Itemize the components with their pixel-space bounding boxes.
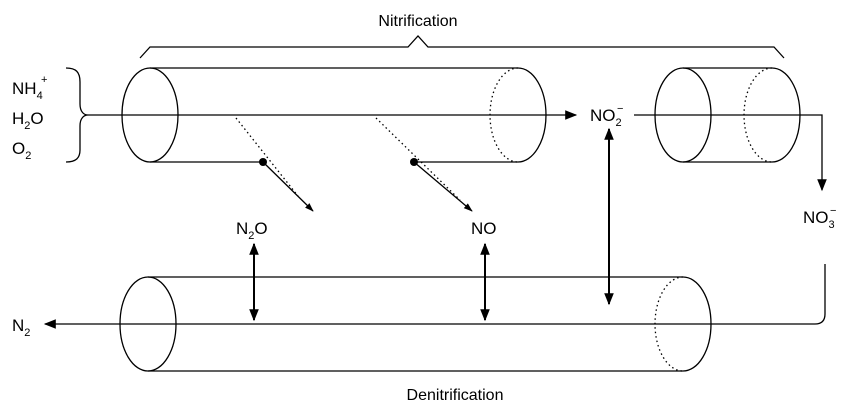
input-nh4: NH4 + — [12, 74, 47, 102]
denitrification-title: Denitrification — [407, 387, 504, 404]
input-h2o: H2O — [12, 109, 44, 132]
flow-arrow-to-n2 — [43, 264, 826, 329]
species-no: NO — [471, 219, 497, 238]
species-n2: N2 — [12, 316, 30, 339]
svg-text:−: − — [617, 103, 623, 115]
svg-text:NO2: NO2 — [590, 106, 622, 129]
svg-text:NO3: NO3 — [803, 208, 835, 231]
species-n2o: N2O — [236, 219, 268, 242]
no-leak-arrow — [375, 117, 473, 212]
n2o-leak-arrow — [235, 117, 314, 212]
inputs-brace — [65, 67, 89, 163]
species-no2: NO2 − — [590, 103, 623, 129]
nitrification-title: Nitrification — [378, 13, 457, 30]
svg-text:NH4: NH4 — [12, 79, 43, 102]
svg-text:+: + — [41, 74, 47, 86]
nitrification-brace — [139, 35, 785, 59]
flow-arrow-to-no3 — [634, 114, 827, 192]
svg-text:−: − — [830, 205, 836, 217]
input-o2: O2 — [12, 139, 31, 162]
species-no3: NO3 − — [803, 205, 836, 231]
